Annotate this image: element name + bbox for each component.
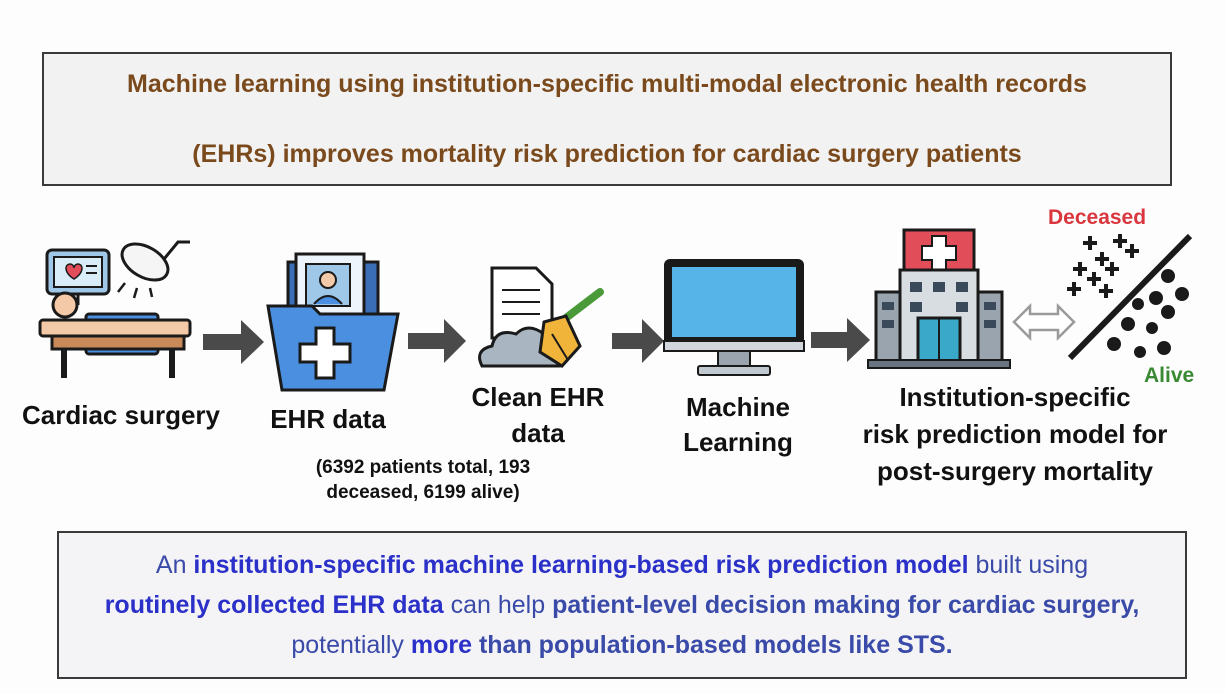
label-ehr-data: EHR data	[270, 404, 386, 434]
summary-text: built using	[968, 551, 1089, 579]
hospital-icon	[867, 228, 1011, 369]
summary-box: An institution-specific machine learning…	[57, 531, 1187, 679]
alive-label: Alive	[1144, 364, 1195, 387]
summary-emphasis: than population-based models like STS.	[472, 631, 953, 659]
summary-text: can help	[443, 591, 553, 619]
label-model-line-2: risk prediction model for	[862, 419, 1168, 449]
summary-line-2: routinely collected EHR data can help pa…	[105, 585, 1140, 625]
label-ehr-stats-line-1: (6392 patients total, 193	[315, 457, 531, 478]
summary-text: An	[155, 551, 194, 579]
classification-plot	[1067, 233, 1193, 361]
double-arrow-icon	[1012, 302, 1076, 342]
title-line-1: Machine learning using institution-speci…	[127, 70, 1087, 98]
title-line-2: (EHRs) improves mortality risk predictio…	[192, 140, 1022, 168]
deceased-markers	[1067, 234, 1139, 298]
label-clean-ehr-line-2: data	[511, 418, 565, 448]
arrow-icon	[612, 319, 664, 363]
label-ml-line-1: Machine	[685, 392, 791, 422]
summary-emphasis: routinely collected EHR data	[104, 591, 444, 619]
computer-monitor-icon	[663, 259, 805, 376]
summary-emphasis: institution-specific machine learning-ba…	[193, 551, 969, 579]
summary-text: potentially	[291, 631, 411, 659]
arrow-icon	[811, 318, 870, 362]
label-model-line-3: post-surgery mortality	[877, 456, 1153, 486]
label-ml-line-2: Learning	[683, 427, 793, 457]
cardiac-surgery-icon	[38, 240, 192, 378]
label-model-line-1: Institution-specific	[899, 382, 1131, 412]
ehr-folder-icon	[266, 252, 400, 392]
summary-line-1: An institution-specific machine learning…	[156, 545, 1088, 585]
clean-data-icon	[478, 266, 604, 368]
summary-emphasis: patient-level decision making for cardia…	[552, 591, 1140, 619]
label-ehr-stats-line-2: deceased, 6199 alive)	[326, 482, 520, 503]
label-clean-ehr-line-1: Clean EHR	[471, 382, 605, 412]
deceased-label: Deceased	[1048, 206, 1147, 229]
label-cardiac-surgery: Cardiac surgery	[22, 400, 220, 430]
summary-emphasis: more	[410, 631, 473, 659]
arrow-icon	[408, 319, 466, 363]
summary-line-3: potentially more than population-based m…	[291, 625, 952, 665]
title-box: Machine learning using institution-speci…	[42, 52, 1172, 186]
alive-markers	[1107, 269, 1189, 358]
arrow-icon	[203, 320, 264, 364]
